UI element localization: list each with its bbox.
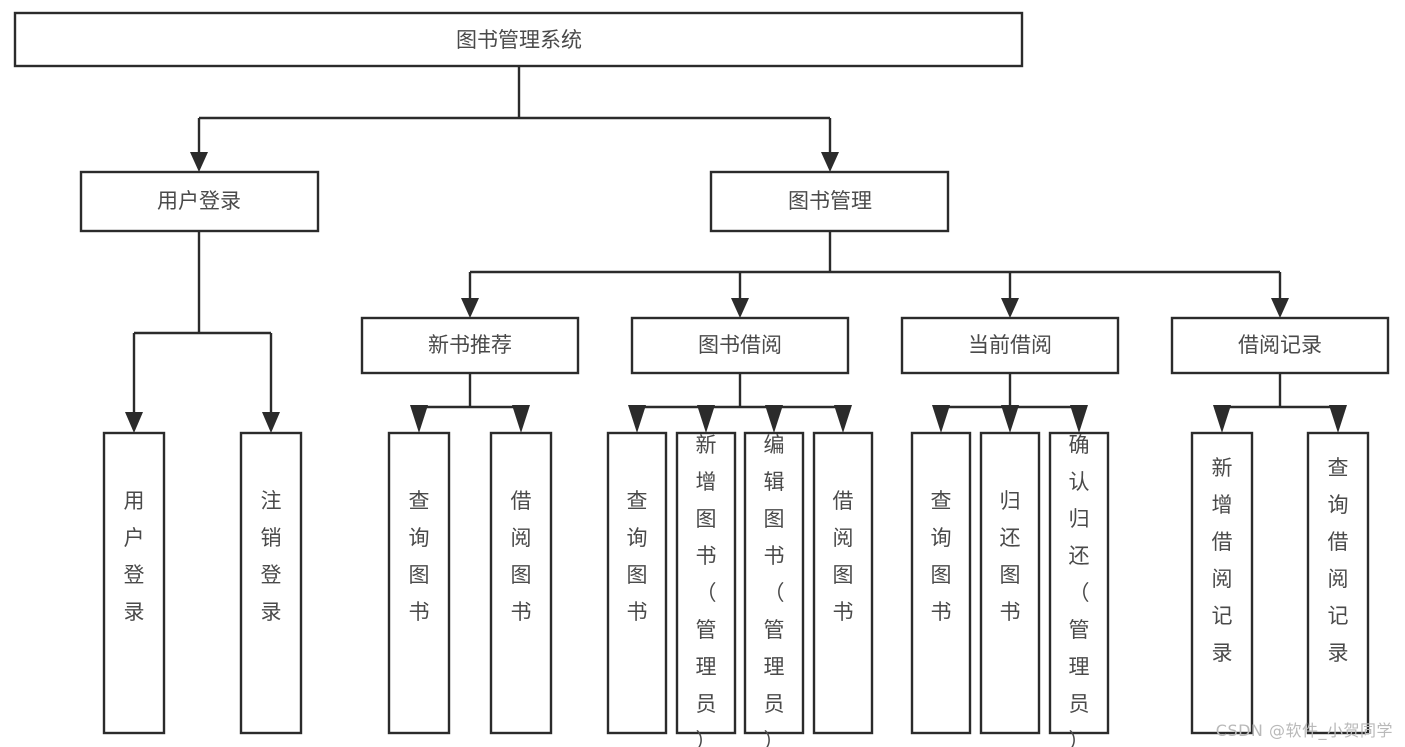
leaf-borrow-book-1-box bbox=[489, 431, 553, 735]
leaf-query-borrow-record[interactable]: 查询借阅记录 bbox=[1306, 431, 1370, 735]
node-user-login-label: 用户登录 bbox=[157, 189, 241, 213]
node-new-book-recommend-label: 新书推荐 bbox=[428, 333, 512, 357]
node-user-login[interactable]: 用户登录 bbox=[79, 170, 320, 233]
leaf-return-book[interactable]: 归还图书 bbox=[979, 431, 1041, 735]
leaf-query-book-3-box bbox=[910, 431, 972, 735]
leaf-return-book-label: 归还图书 bbox=[1000, 489, 1021, 624]
leaf-user-login-box bbox=[102, 431, 166, 735]
leaf-edit-book-admin-box bbox=[743, 431, 805, 735]
leaf-edit-book-admin-label: 编辑图书（管理员） bbox=[764, 433, 785, 747]
node-book-borrow-box bbox=[630, 316, 850, 375]
leaf-query-book-1[interactable]: 查询图书 bbox=[387, 431, 451, 735]
leaf-user-login[interactable]: 用户登录 bbox=[102, 431, 166, 735]
leaf-query-book-2-label: 查询图书 bbox=[627, 489, 648, 624]
leaf-borrow-book-2[interactable]: 借阅图书 bbox=[812, 431, 874, 735]
arrow-head-root-to-user bbox=[190, 152, 208, 172]
connector-group-root bbox=[190, 66, 839, 172]
arrow-head-book-to-current bbox=[1001, 298, 1019, 318]
leaf-query-book-3[interactable]: 查询图书 bbox=[910, 431, 972, 735]
node-new-book-recommend[interactable]: 新书推荐 bbox=[360, 316, 580, 375]
arrow-head-borrow-to-leaf1 bbox=[628, 405, 646, 433]
leaf-add-borrow-record-box bbox=[1190, 431, 1254, 735]
leaf-add-book-admin-box bbox=[675, 431, 737, 735]
arrow-head-borrow-to-leaf2 bbox=[697, 405, 715, 433]
leaf-query-book-1-label: 查询图书 bbox=[409, 489, 430, 624]
connector-group-user-login bbox=[125, 231, 280, 433]
node-root-system-box bbox=[13, 11, 1024, 68]
node-current-borrow[interactable]: 当前借阅 bbox=[900, 316, 1120, 375]
arrow-head-record-to-leaf1 bbox=[1213, 405, 1231, 433]
leaf-user-login-label: 用户登录 bbox=[124, 489, 145, 624]
leaf-query-borrow-record-label: 查询借阅记录 bbox=[1328, 456, 1349, 665]
node-book-borrow-label: 图书借阅 bbox=[698, 333, 782, 357]
connector-group-book-manage bbox=[461, 231, 1289, 318]
leaf-query-borrow-record-box bbox=[1306, 431, 1370, 735]
node-current-borrow-label: 当前借阅 bbox=[968, 333, 1052, 357]
arrow-head-new-to-leaf2 bbox=[512, 405, 530, 433]
node-book-management-label: 图书管理 bbox=[788, 189, 872, 213]
arrow-head-new-to-leaf1 bbox=[410, 405, 428, 433]
node-borrow-record-box bbox=[1170, 316, 1390, 375]
leaf-borrow-book-1[interactable]: 借阅图书 bbox=[489, 431, 553, 735]
leaf-borrow-book-2-box bbox=[812, 431, 874, 735]
arrow-head-book-to-new bbox=[461, 298, 479, 318]
arrow-head-book-to-record bbox=[1271, 298, 1289, 318]
node-root-system[interactable]: 图书管理系统 bbox=[13, 11, 1024, 68]
arrow-head-record-to-leaf2 bbox=[1329, 405, 1347, 433]
arrow-head-current-to-leaf3 bbox=[1070, 405, 1088, 433]
node-book-management[interactable]: 图书管理 bbox=[709, 170, 950, 233]
arrow-head-current-to-leaf1 bbox=[932, 405, 950, 433]
leaf-confirm-return-admin-box bbox=[1048, 431, 1110, 735]
leaf-add-borrow-record[interactable]: 新增借阅记录 bbox=[1190, 431, 1254, 735]
leaf-logout-box bbox=[239, 431, 303, 735]
leaf-borrow-book-2-label: 借阅图书 bbox=[833, 489, 854, 624]
leaf-confirm-return-admin[interactable]: 确认归还（管理员） bbox=[1048, 431, 1110, 747]
leaf-query-book-3-label: 查询图书 bbox=[931, 489, 952, 624]
leaf-add-borrow-record-label: 新增借阅记录 bbox=[1212, 456, 1233, 665]
leaf-borrow-book-1-label: 借阅图书 bbox=[511, 489, 532, 624]
arrow-head-borrow-to-leaf4 bbox=[834, 405, 852, 433]
leaf-query-book-1-box bbox=[387, 431, 451, 735]
node-book-management-box bbox=[709, 170, 950, 233]
leaf-query-book-2[interactable]: 查询图书 bbox=[606, 431, 668, 735]
node-borrow-record[interactable]: 借阅记录 bbox=[1170, 316, 1390, 375]
connector-group-book-borrow bbox=[628, 373, 852, 433]
leaf-logout[interactable]: 注销登录 bbox=[239, 431, 303, 735]
arrow-head-user-to-leaf1 bbox=[125, 412, 143, 433]
node-new-book-recommend-box bbox=[360, 316, 580, 375]
connector-group-borrow-record bbox=[1213, 373, 1347, 433]
leaf-query-book-2-box bbox=[606, 431, 668, 735]
node-user-login-box bbox=[79, 170, 320, 233]
leaf-confirm-return-admin-label: 确认归还（管理员） bbox=[1069, 433, 1090, 747]
node-root-system-label: 图书管理系统 bbox=[456, 28, 582, 52]
connector-group-new-book bbox=[410, 373, 530, 433]
arrow-head-book-to-borrow bbox=[731, 298, 749, 318]
leaf-return-book-box bbox=[979, 431, 1041, 735]
arrow-head-root-to-book bbox=[821, 152, 839, 172]
node-current-borrow-box bbox=[900, 316, 1120, 375]
leaf-logout-label: 注销登录 bbox=[261, 489, 282, 624]
arrow-head-user-to-leaf2 bbox=[262, 412, 280, 433]
leaf-edit-book-admin[interactable]: 编辑图书（管理员） bbox=[743, 431, 805, 747]
arrow-head-borrow-to-leaf3 bbox=[765, 405, 783, 433]
arrow-head-current-to-leaf2 bbox=[1001, 405, 1019, 433]
node-borrow-record-label: 借阅记录 bbox=[1238, 333, 1322, 357]
leaf-add-book-admin-label: 新增图书（管理员） bbox=[696, 433, 717, 747]
node-book-borrow[interactable]: 图书借阅 bbox=[630, 316, 850, 375]
leaf-add-book-admin[interactable]: 新增图书（管理员） bbox=[675, 431, 737, 747]
connector-group-current-borrow bbox=[932, 373, 1088, 433]
